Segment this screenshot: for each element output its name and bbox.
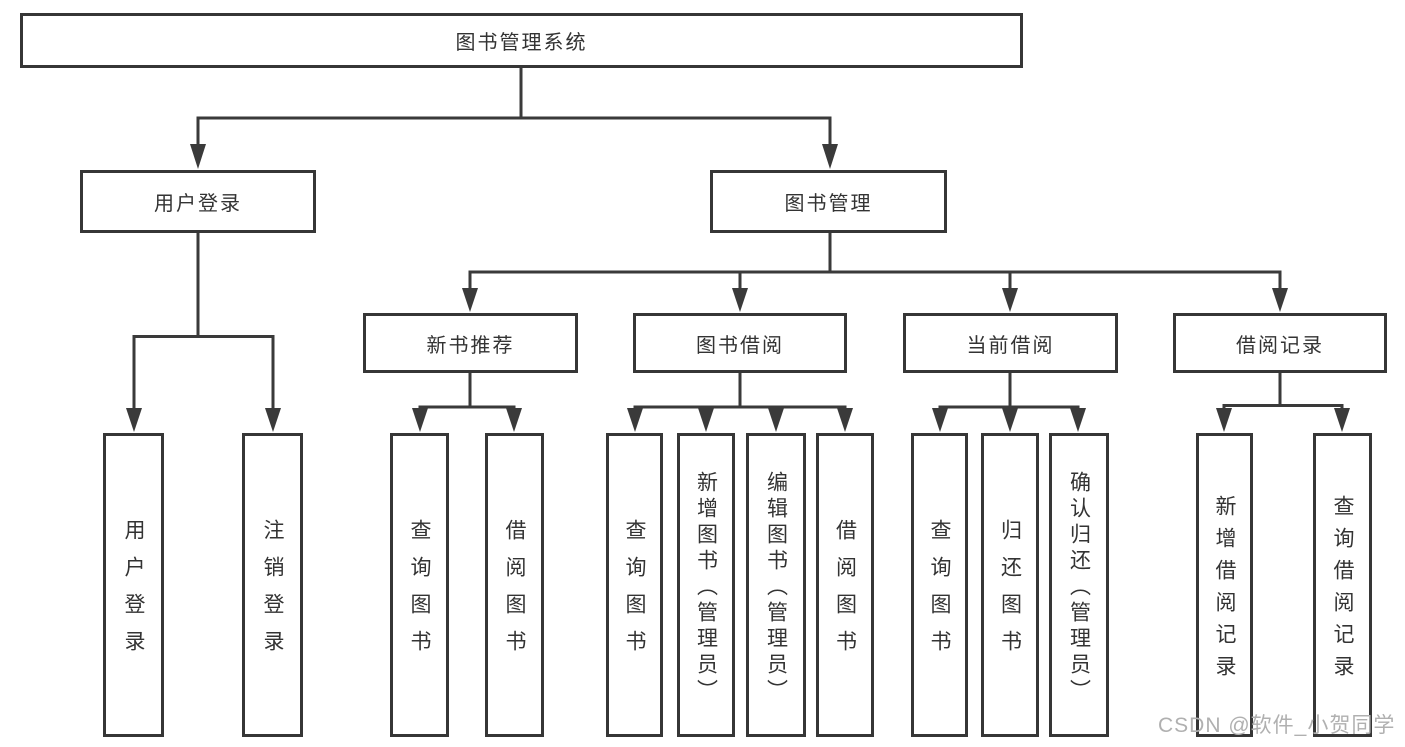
leaf-return-book: 归还图书 bbox=[981, 433, 1039, 737]
arrowheads-new-book-children bbox=[412, 408, 522, 432]
connector-root-to-level1 bbox=[196, 67, 832, 146]
leaf-add-borrow-record-label: 新增借阅记录 bbox=[1213, 494, 1236, 687]
leaf-user-login-label: 用户登录 bbox=[122, 519, 145, 667]
leaf-user-login: 用户登录 bbox=[103, 433, 164, 737]
connector-current-borrow-children bbox=[938, 373, 1080, 412]
arrowheads-book-borrow-children bbox=[627, 408, 853, 432]
leaf-query-book-borrowing-label: 查询图书 bbox=[623, 519, 646, 667]
connector-user-login-children bbox=[132, 233, 275, 410]
node-book-management: 图书管理 bbox=[710, 170, 947, 233]
leaf-edit-book-admin: 编辑图书（管理员） bbox=[746, 433, 806, 737]
arrowheads-current-borrow-children bbox=[932, 408, 1086, 432]
node-book-borrowing: 图书借阅 bbox=[633, 313, 847, 373]
connector-borrow-records-children bbox=[1222, 373, 1344, 412]
leaf-add-book-admin-label: 新增图书（管理员） bbox=[694, 470, 718, 705]
node-user-login-label: 用户登录 bbox=[154, 193, 242, 215]
node-book-management-label: 图书管理 bbox=[784, 193, 873, 215]
node-root-system: 图书管理系统 bbox=[20, 13, 1023, 68]
leaf-query-borrow-record: 查询借阅记录 bbox=[1313, 433, 1372, 737]
leaf-edit-book-admin-label: 编辑图书（管理员） bbox=[764, 470, 788, 705]
leaf-query-borrow-record-label: 查询借阅记录 bbox=[1331, 494, 1354, 687]
connector-book-borrow-children bbox=[633, 373, 847, 412]
node-root-system-label: 图书管理系统 bbox=[455, 32, 588, 54]
node-new-book-recommend-label: 新书推荐 bbox=[426, 334, 515, 357]
leaf-query-book-borrowing: 查询图书 bbox=[606, 433, 663, 737]
leaf-return-book-label: 归还图书 bbox=[998, 519, 1022, 667]
arrowheads-borrow-records-children bbox=[1216, 408, 1350, 432]
leaf-logout-label: 注销登录 bbox=[261, 519, 284, 667]
leaf-query-book-recommend: 查询图书 bbox=[390, 433, 449, 737]
connector-new-book-children bbox=[418, 373, 516, 412]
node-borrow-records: 借阅记录 bbox=[1173, 313, 1387, 373]
arrowheads-user-login-children bbox=[126, 408, 281, 432]
leaf-query-book-current-label: 查询图书 bbox=[928, 519, 951, 667]
leaf-add-book-admin: 新增图书（管理员） bbox=[677, 433, 735, 737]
arrowheads-root-to-level1 bbox=[190, 144, 838, 169]
node-user-login: 用户登录 bbox=[80, 170, 316, 233]
node-borrow-records-label: 借阅记录 bbox=[1236, 334, 1324, 357]
csdn-watermark: CSDN @软件_小贺同学 bbox=[1158, 714, 1396, 737]
leaf-borrow-book-recommend-label: 借阅图书 bbox=[503, 519, 526, 667]
leaf-borrow-book: 借阅图书 bbox=[816, 433, 874, 737]
node-book-borrowing-label: 图书借阅 bbox=[696, 334, 784, 357]
leaf-query-book-recommend-label: 查询图书 bbox=[408, 519, 431, 667]
leaf-confirm-return-admin-label: 确认归还（管理员） bbox=[1067, 470, 1091, 705]
leaf-borrow-book-label: 借阅图书 bbox=[833, 519, 857, 667]
arrowheads-book-mgmt-children bbox=[462, 288, 1288, 312]
leaf-logout: 注销登录 bbox=[242, 433, 303, 737]
connector-book-mgmt-children bbox=[468, 233, 1282, 291]
node-current-borrowing-label: 当前借阅 bbox=[966, 334, 1055, 357]
node-current-borrowing: 当前借阅 bbox=[903, 313, 1118, 373]
leaf-borrow-book-recommend: 借阅图书 bbox=[485, 433, 544, 737]
leaf-add-borrow-record: 新增借阅记录 bbox=[1196, 433, 1253, 737]
leaf-query-book-current: 查询图书 bbox=[911, 433, 968, 737]
node-new-book-recommend: 新书推荐 bbox=[363, 313, 578, 373]
leaf-confirm-return-admin: 确认归还（管理员） bbox=[1049, 433, 1109, 737]
